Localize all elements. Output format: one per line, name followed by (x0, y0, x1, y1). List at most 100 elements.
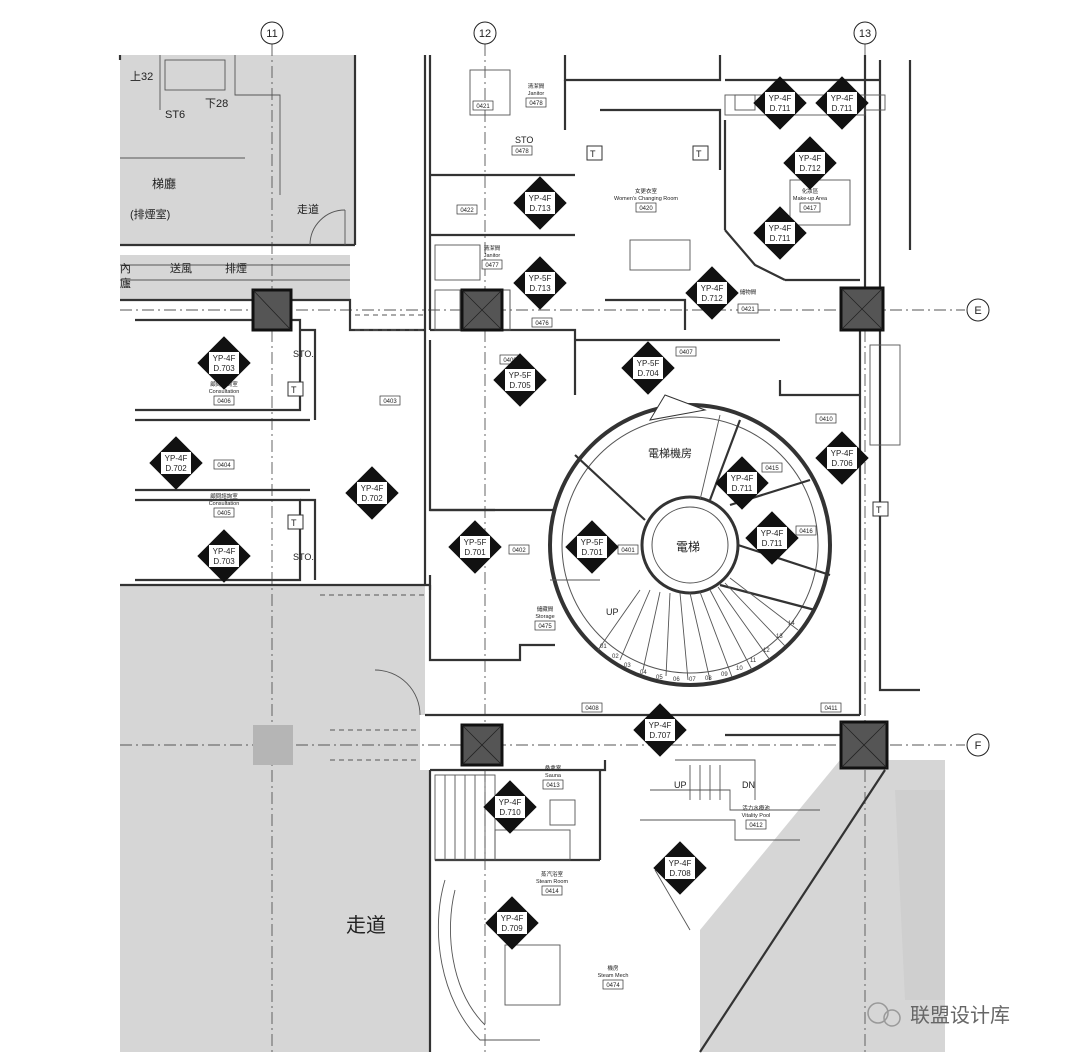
tag-ref: D.701 (581, 548, 603, 557)
stair-number: 14 (788, 621, 795, 627)
stair-number: 07 (689, 677, 696, 683)
down-label: DN (742, 780, 755, 790)
st6-label: ST6 (165, 109, 185, 121)
grey-zones (120, 55, 945, 1052)
room-name: 顧問諮詢室 (210, 492, 238, 500)
tag-ref: D.704 (637, 369, 659, 378)
room-label: 0401 (617, 544, 639, 555)
t-marker: T (287, 514, 304, 530)
room-id: 0411 (825, 706, 839, 712)
room-name: 儲藏間 (537, 605, 554, 613)
room-name-en: Storage (535, 614, 554, 620)
room-id: 0421 (741, 307, 755, 313)
tag-ref: D.713 (529, 204, 551, 213)
room-label: 0476 (531, 317, 553, 328)
room-name: 活力水療池 (742, 804, 770, 812)
svg-text:T: T (291, 518, 297, 528)
room-id: 0410 (819, 417, 833, 423)
elevator-stair-core (548, 394, 832, 687)
room-label: 0415 (761, 462, 783, 473)
up-label: 上32 (130, 70, 153, 83)
grid-bubble-f: F (966, 733, 990, 757)
tag-ref: D.702 (165, 464, 187, 473)
column (460, 288, 504, 332)
room-name: 桑拿室 (545, 764, 562, 772)
room-label: 0403 (379, 395, 401, 406)
room-name-en: Sauna (545, 773, 562, 779)
room-name-en: Steam Room (536, 879, 569, 885)
watermark-text: 联盟设计库 (910, 1003, 1010, 1027)
tag-code: YP-4F (831, 449, 854, 458)
room-id: 0412 (749, 823, 763, 829)
tag-ref: D.711 (732, 484, 753, 493)
room-label: 0421 (472, 100, 494, 111)
stair-hall-label: 梯廳 (152, 176, 176, 191)
tag-code: YP-4F (831, 94, 854, 103)
room-id: 0402 (512, 548, 526, 554)
exhaust-label: 排煙 (225, 261, 247, 275)
detail-tag: YP-4FD.710 (483, 780, 537, 834)
room-id: 0401 (621, 548, 635, 554)
room-id: 0475 (538, 624, 552, 630)
room-label: 0410 (815, 413, 837, 424)
stair-number: 12 (763, 648, 770, 654)
t-marker: T (287, 381, 304, 397)
svg-text:T: T (590, 149, 596, 159)
tag-ref: D.708 (669, 869, 691, 878)
tag-code: YP-4F (213, 547, 236, 556)
room-name: 儲物間 (740, 288, 757, 296)
detail-tag: YP-5FD.704 (621, 341, 675, 395)
detail-tag: YP-4FD.711 (815, 76, 869, 130)
t-markers: T T T T T (287, 145, 889, 530)
sto-label: STO (515, 135, 533, 145)
tag-ref: D.713 (529, 284, 551, 293)
room-name: 機房 (607, 964, 619, 972)
tag-code: YP-4F (769, 224, 792, 233)
grid-bubble-11: 11 (260, 21, 284, 45)
sto-label: STO. (293, 552, 314, 562)
detail-tag: YP-4FD.711 (745, 511, 799, 565)
left-fragment: 廬 (120, 276, 131, 290)
up-label: UP (606, 607, 619, 617)
room-id: 0404 (217, 463, 231, 469)
grid-label-11: 11 (266, 28, 277, 40)
left-fragment: 內 (120, 262, 131, 275)
room-label: 0402 (508, 544, 530, 555)
column (251, 288, 293, 332)
room-name-en: Make-up Area (793, 196, 828, 202)
detail-tag: YP-4FD.707 (633, 703, 687, 757)
tag-ref: D.711 (770, 104, 791, 113)
tag-code: YP-5F (581, 538, 604, 547)
tag-code: YP-4F (701, 284, 724, 293)
tag-ref: D.711 (832, 104, 853, 113)
detail-tag: YP-4FD.709 (485, 896, 539, 950)
detail-tag: YP-4FD.708 (653, 841, 707, 895)
detail-tag: YP-4FD.711 (753, 206, 807, 260)
room-id: 0407 (679, 350, 693, 356)
room-label: 0404 (213, 459, 235, 470)
room-labels: 0421清潔間Janitor047804780422清潔間Janitor0477… (209, 82, 842, 990)
detail-tag: YP-5FD.701 (565, 520, 619, 574)
room-id: 0477 (485, 263, 499, 269)
tag-ref: D.707 (649, 731, 671, 740)
room-label: 0408 (581, 702, 603, 713)
room-name: 清潔間 (528, 82, 545, 90)
tag-code: YP-4F (761, 529, 784, 538)
grid-bubble-12: 12 (473, 21, 497, 45)
tag-ref: D.711 (770, 234, 791, 243)
stair-numbers: 01 02 03 04 05 06 07 08 09 10 11 12 13 1… (600, 621, 795, 683)
detail-tag: YP-4FD.713 (513, 176, 567, 230)
room-id: 0413 (546, 783, 560, 789)
tag-code: YP-5F (464, 538, 487, 547)
room-label: 0422 (456, 204, 478, 215)
svg-text:T: T (876, 505, 882, 515)
tag-code: YP-4F (361, 484, 384, 493)
room-label: 儲物間 0421 (737, 288, 759, 314)
stair-number: 08 (705, 676, 712, 682)
